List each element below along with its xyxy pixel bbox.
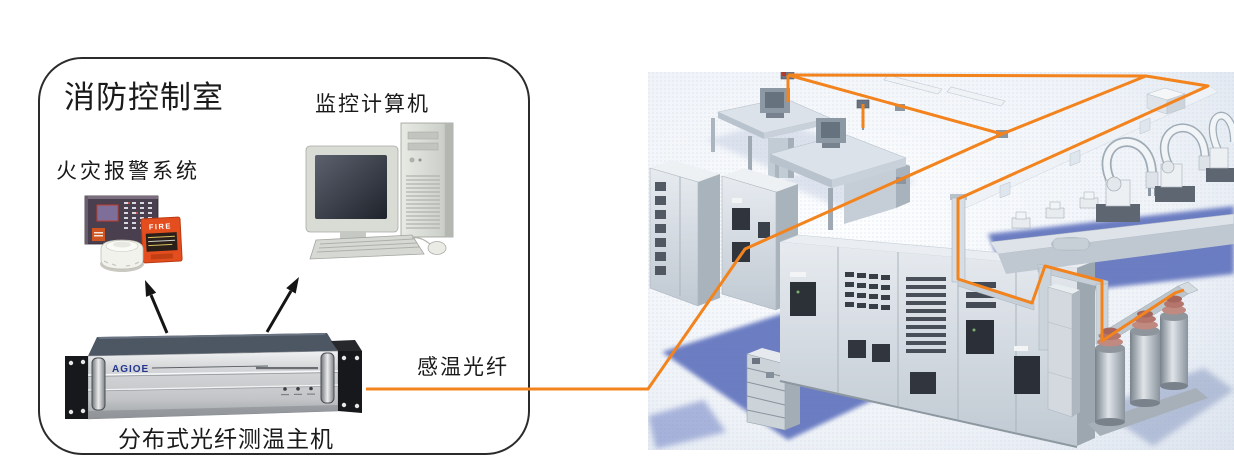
computer-tower	[400, 122, 454, 238]
tall-cabinet	[1047, 284, 1080, 418]
mouse	[411, 237, 447, 255]
fire-call-point-label: FIRE	[149, 221, 173, 231]
plant-illustration	[648, 72, 1234, 450]
ceiling-lights	[883, 74, 1006, 107]
computer-illustration	[305, 122, 454, 260]
walkway-wall-stubs	[999, 117, 1151, 199]
smoke-detector	[100, 239, 144, 272]
robot-arm-1	[1096, 137, 1159, 222]
rack-model-marking	[256, 367, 318, 370]
rack-leds	[281, 386, 315, 396]
assembly-line	[989, 111, 1234, 274]
keyboard	[309, 234, 425, 260]
host-label: 分布式光纤测温主机	[118, 426, 334, 452]
host-illustration: AGIOE	[65, 333, 362, 420]
rack-ear-right	[331, 340, 362, 413]
control-room-box	[38, 57, 530, 455]
rack-handle-right	[320, 352, 335, 404]
alarm-label: 火灾报警系统	[56, 160, 200, 183]
desk-computer-2	[816, 118, 846, 148]
panel-badge	[92, 228, 105, 241]
robot-arm-3	[1206, 111, 1234, 182]
desk-computer-1	[760, 88, 790, 118]
fiber-label: 感温光纤	[417, 356, 509, 379]
robot-arm-2	[1155, 123, 1211, 202]
control-room-title: 消防控制室	[64, 80, 224, 115]
rack-handle-left	[91, 357, 106, 411]
rack-top-face	[88, 333, 338, 356]
monitor-label: 监控计算机	[315, 93, 430, 116]
alarm-illustration: FIRE	[84, 195, 183, 272]
fiber-optic-cable	[366, 73, 1210, 391]
rack-ear-left	[65, 356, 88, 419]
rack-brand-text: AGIOE	[112, 364, 149, 375]
arrow-to-computer	[265, 277, 299, 333]
monitor-screen	[315, 155, 387, 219]
fire-call-point: FIRE	[140, 216, 183, 264]
bench-fixture	[1011, 191, 1099, 229]
walkway-cabinet	[1146, 87, 1186, 115]
arrow-to-alarm	[145, 280, 169, 334]
panel-display	[96, 204, 119, 222]
